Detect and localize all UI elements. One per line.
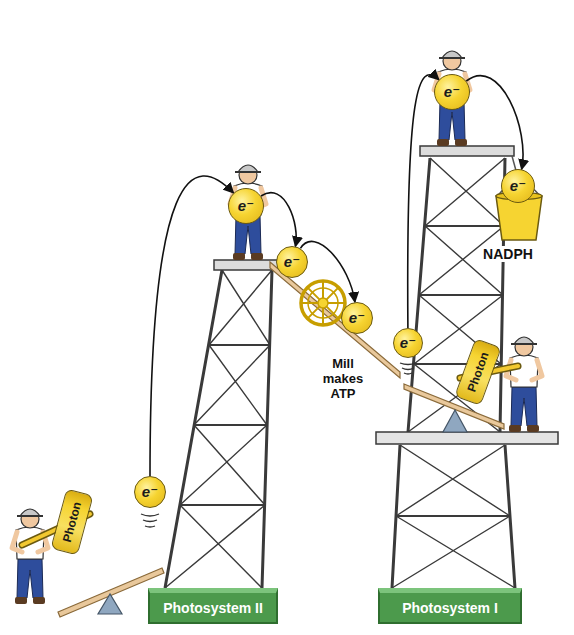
- mill-wheel: [301, 281, 345, 325]
- photosystem-base: Photosystem I: [378, 588, 522, 624]
- electron-ball: e⁻: [134, 476, 166, 508]
- worker-figure: [12, 509, 48, 604]
- psi-tower: [376, 146, 558, 588]
- node-text: Photon: [60, 500, 84, 544]
- tower-rung: [180, 345, 270, 505]
- node-text: Photosystem I: [402, 600, 498, 616]
- node-text: e⁻: [400, 334, 416, 352]
- motion-lines: [400, 363, 416, 374]
- electron-path-arrow: [466, 76, 523, 170]
- electron-ball: e⁻: [228, 188, 264, 224]
- node-text: e⁻: [238, 197, 254, 215]
- electron-ball: e⁻: [276, 246, 308, 278]
- node-text: e⁻: [510, 177, 526, 195]
- electron-ball: e⁻: [341, 302, 373, 334]
- node-text: e⁻: [284, 253, 300, 271]
- node-text: e⁻: [444, 83, 460, 101]
- tower-leg: [165, 270, 272, 588]
- tower-brace: [165, 270, 272, 588]
- electron-ball: e⁻: [501, 169, 535, 203]
- motion-lines: [141, 514, 159, 527]
- tower-platform: [420, 146, 514, 156]
- electron-ball: e⁻: [434, 74, 470, 110]
- seesaw-fulcrum: [98, 594, 122, 614]
- tower-brace: [392, 445, 515, 588]
- electron-ball: e⁻: [393, 328, 423, 358]
- electron-path-arrow: [408, 75, 439, 328]
- node-text: e⁻: [142, 483, 158, 501]
- seesaw-fulcrum: [443, 410, 467, 432]
- photosystem-base: Photosystem II: [148, 588, 278, 624]
- node-text: Photon: [464, 350, 491, 394]
- product-label: NADPH: [481, 246, 535, 262]
- tower-platform: [376, 432, 558, 444]
- photon-mallet-head: Photon: [50, 488, 93, 555]
- tower-leg: [392, 445, 515, 588]
- bucket: [496, 156, 542, 240]
- tower-rung: [396, 515, 510, 517]
- electron-path-arrow: [300, 241, 355, 302]
- electron-path-arrow: [150, 176, 234, 476]
- worker-figure: [434, 51, 470, 146]
- node-text: e⁻: [349, 309, 365, 327]
- node-text: Photosystem II: [163, 600, 263, 616]
- electron-path-arrow: [261, 193, 296, 247]
- psii-tower: [165, 260, 280, 588]
- worker-figure: [506, 337, 542, 432]
- mill-label: Mill makes ATP: [316, 356, 370, 401]
